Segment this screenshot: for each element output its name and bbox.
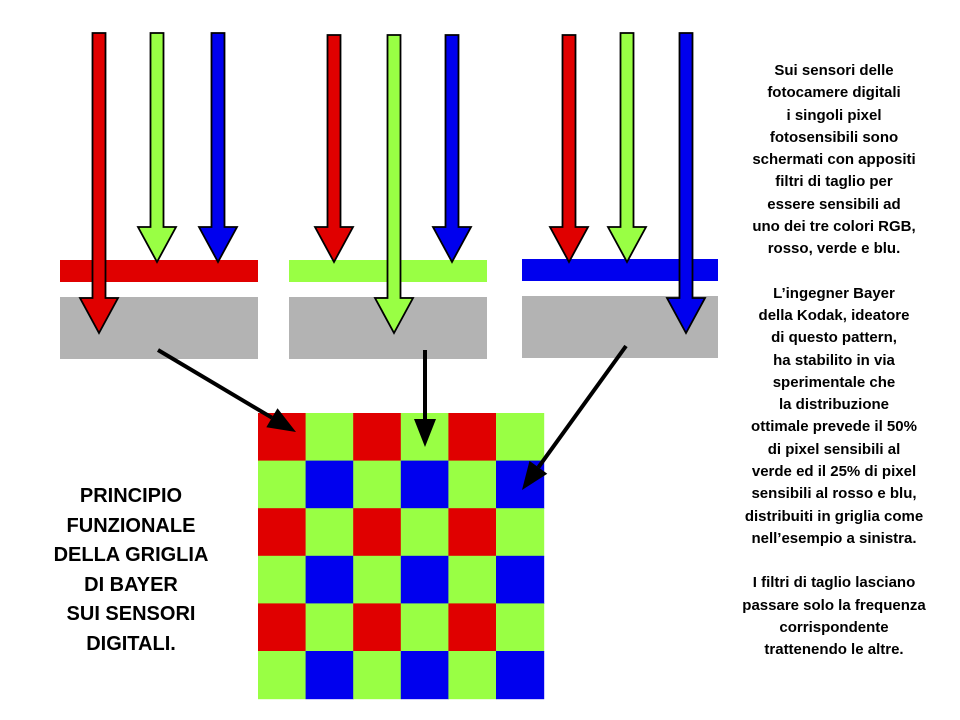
bayer-cell-blue xyxy=(305,651,354,700)
bayer-cell-blue xyxy=(400,555,449,604)
line: trattenendo le altre. xyxy=(764,641,904,659)
line: distribuiti in griglia come xyxy=(744,507,924,525)
bayer-cell-blue xyxy=(400,651,449,700)
line: verde ed il 25% di pixel xyxy=(751,463,917,481)
bayer-cell-green xyxy=(258,651,307,700)
line: rosso, verde e blu. xyxy=(767,240,901,258)
filter-unit-red xyxy=(60,32,258,359)
line: I filtri di taglio lasciano xyxy=(752,574,916,592)
line: schermati con appositi xyxy=(752,151,916,169)
title-line: FUNZIONALE xyxy=(66,514,196,537)
paragraph-1: Sui sensori delle fotocamere digitali i … xyxy=(705,60,960,261)
bayer-cell-green xyxy=(496,508,545,557)
bayer-cell-red xyxy=(353,603,402,652)
bayer-cell-green xyxy=(448,651,497,700)
bayer-cell-green xyxy=(496,413,545,462)
line: passare solo la frequenza xyxy=(742,596,926,614)
light-arrow-icon xyxy=(606,32,648,264)
title-line: DI BAYER xyxy=(84,573,178,596)
pointer-arrow-head-icon xyxy=(266,408,296,432)
line: della Kodak, ideatore xyxy=(758,306,910,324)
line: sensibili al rosso e blu, xyxy=(751,485,917,503)
pointer-arrow-icon xyxy=(156,348,273,420)
line: sperimentale che xyxy=(772,373,896,391)
pointer-arrow-head-icon xyxy=(414,419,436,447)
bayer-cell-red xyxy=(258,603,307,652)
bayer-cell-green xyxy=(448,460,497,509)
light-arrow-icon xyxy=(431,34,473,264)
title-line: DIGITALI. xyxy=(86,632,176,655)
bayer-cell-green xyxy=(305,413,354,462)
filter-bar-red xyxy=(60,260,258,282)
bayer-cell-red xyxy=(448,413,497,462)
bayer-cell-blue xyxy=(305,555,354,604)
light-arrow-icon xyxy=(78,32,120,335)
paragraph-3: I filtri di taglio lasciano passare solo… xyxy=(705,572,960,661)
line: filtri di taglio per xyxy=(775,173,893,191)
bayer-cell-red xyxy=(448,508,497,557)
line: di questo pattern, xyxy=(771,329,897,347)
bayer-cell-blue xyxy=(305,460,354,509)
bayer-cell-red xyxy=(353,413,402,462)
bayer-cell-green xyxy=(258,555,307,604)
line: Sui sensori delle xyxy=(774,62,894,79)
bayer-cell-red xyxy=(448,603,497,652)
line: la distribuzione xyxy=(778,396,889,414)
filter-units xyxy=(60,32,718,359)
line: di pixel sensibili al xyxy=(767,440,901,458)
line: ha stabilito in via xyxy=(773,351,895,369)
bayer-cell-green xyxy=(353,651,402,700)
bayer-cell-green xyxy=(258,460,307,509)
filter-bar-blue xyxy=(522,259,718,281)
bayer-cell-green xyxy=(353,460,402,509)
light-arrow-icon xyxy=(136,32,178,264)
line: corrispondente xyxy=(779,618,889,636)
bayer-cell-green xyxy=(496,603,545,652)
bayer-cell-red xyxy=(353,508,402,557)
pointer-arrow-icon xyxy=(536,344,628,469)
title-line: PRINCIPIO xyxy=(79,485,183,507)
paragraph-2: L’ingegner Bayer della Kodak, ideatore d… xyxy=(705,283,960,551)
filter-unit-green xyxy=(289,34,487,359)
line: i singoli pixel xyxy=(786,106,882,124)
line: uno dei tre colori RGB, xyxy=(752,218,916,236)
line: L’ingegner Bayer xyxy=(773,284,895,302)
bayer-cell-red xyxy=(258,508,307,557)
bayer-cell-green xyxy=(353,555,402,604)
light-arrow-icon xyxy=(548,34,590,264)
pointer-arrow-head-icon xyxy=(522,460,548,490)
pointer-arrows xyxy=(156,344,628,490)
light-arrow-icon xyxy=(373,34,415,335)
diagram-title: PRINCIPIO FUNZIONALE DELLA GRIGLIA DI BA… xyxy=(20,482,242,659)
bayer-cell-green xyxy=(305,603,354,652)
explanation-text: Sui sensori delle fotocamere digitali i … xyxy=(705,60,960,683)
title-line: SUI SENSORI xyxy=(66,603,196,625)
bayer-cell-blue xyxy=(496,555,545,604)
bayer-cell-green xyxy=(400,603,449,652)
filter-unit-blue xyxy=(522,32,718,358)
bayer-cell-green xyxy=(400,508,449,557)
line: fotosensibili sono xyxy=(769,128,899,146)
light-arrow-icon xyxy=(665,32,707,335)
line: nell’esempio a sinistra. xyxy=(751,529,917,547)
bayer-cell-green xyxy=(448,555,497,604)
title-line: DELLA GRIGLIA xyxy=(53,544,209,566)
bayer-cell-green xyxy=(305,508,354,557)
light-arrow-icon xyxy=(313,34,355,264)
line: essere sensibili ad xyxy=(767,195,901,213)
line: fotocamere digitali xyxy=(767,84,901,102)
bayer-cell-blue xyxy=(496,651,545,700)
line: ottimale prevede il 50% xyxy=(751,418,917,436)
light-arrow-icon xyxy=(197,32,239,264)
bayer-grid xyxy=(258,413,545,700)
bayer-cell-blue xyxy=(400,460,449,509)
